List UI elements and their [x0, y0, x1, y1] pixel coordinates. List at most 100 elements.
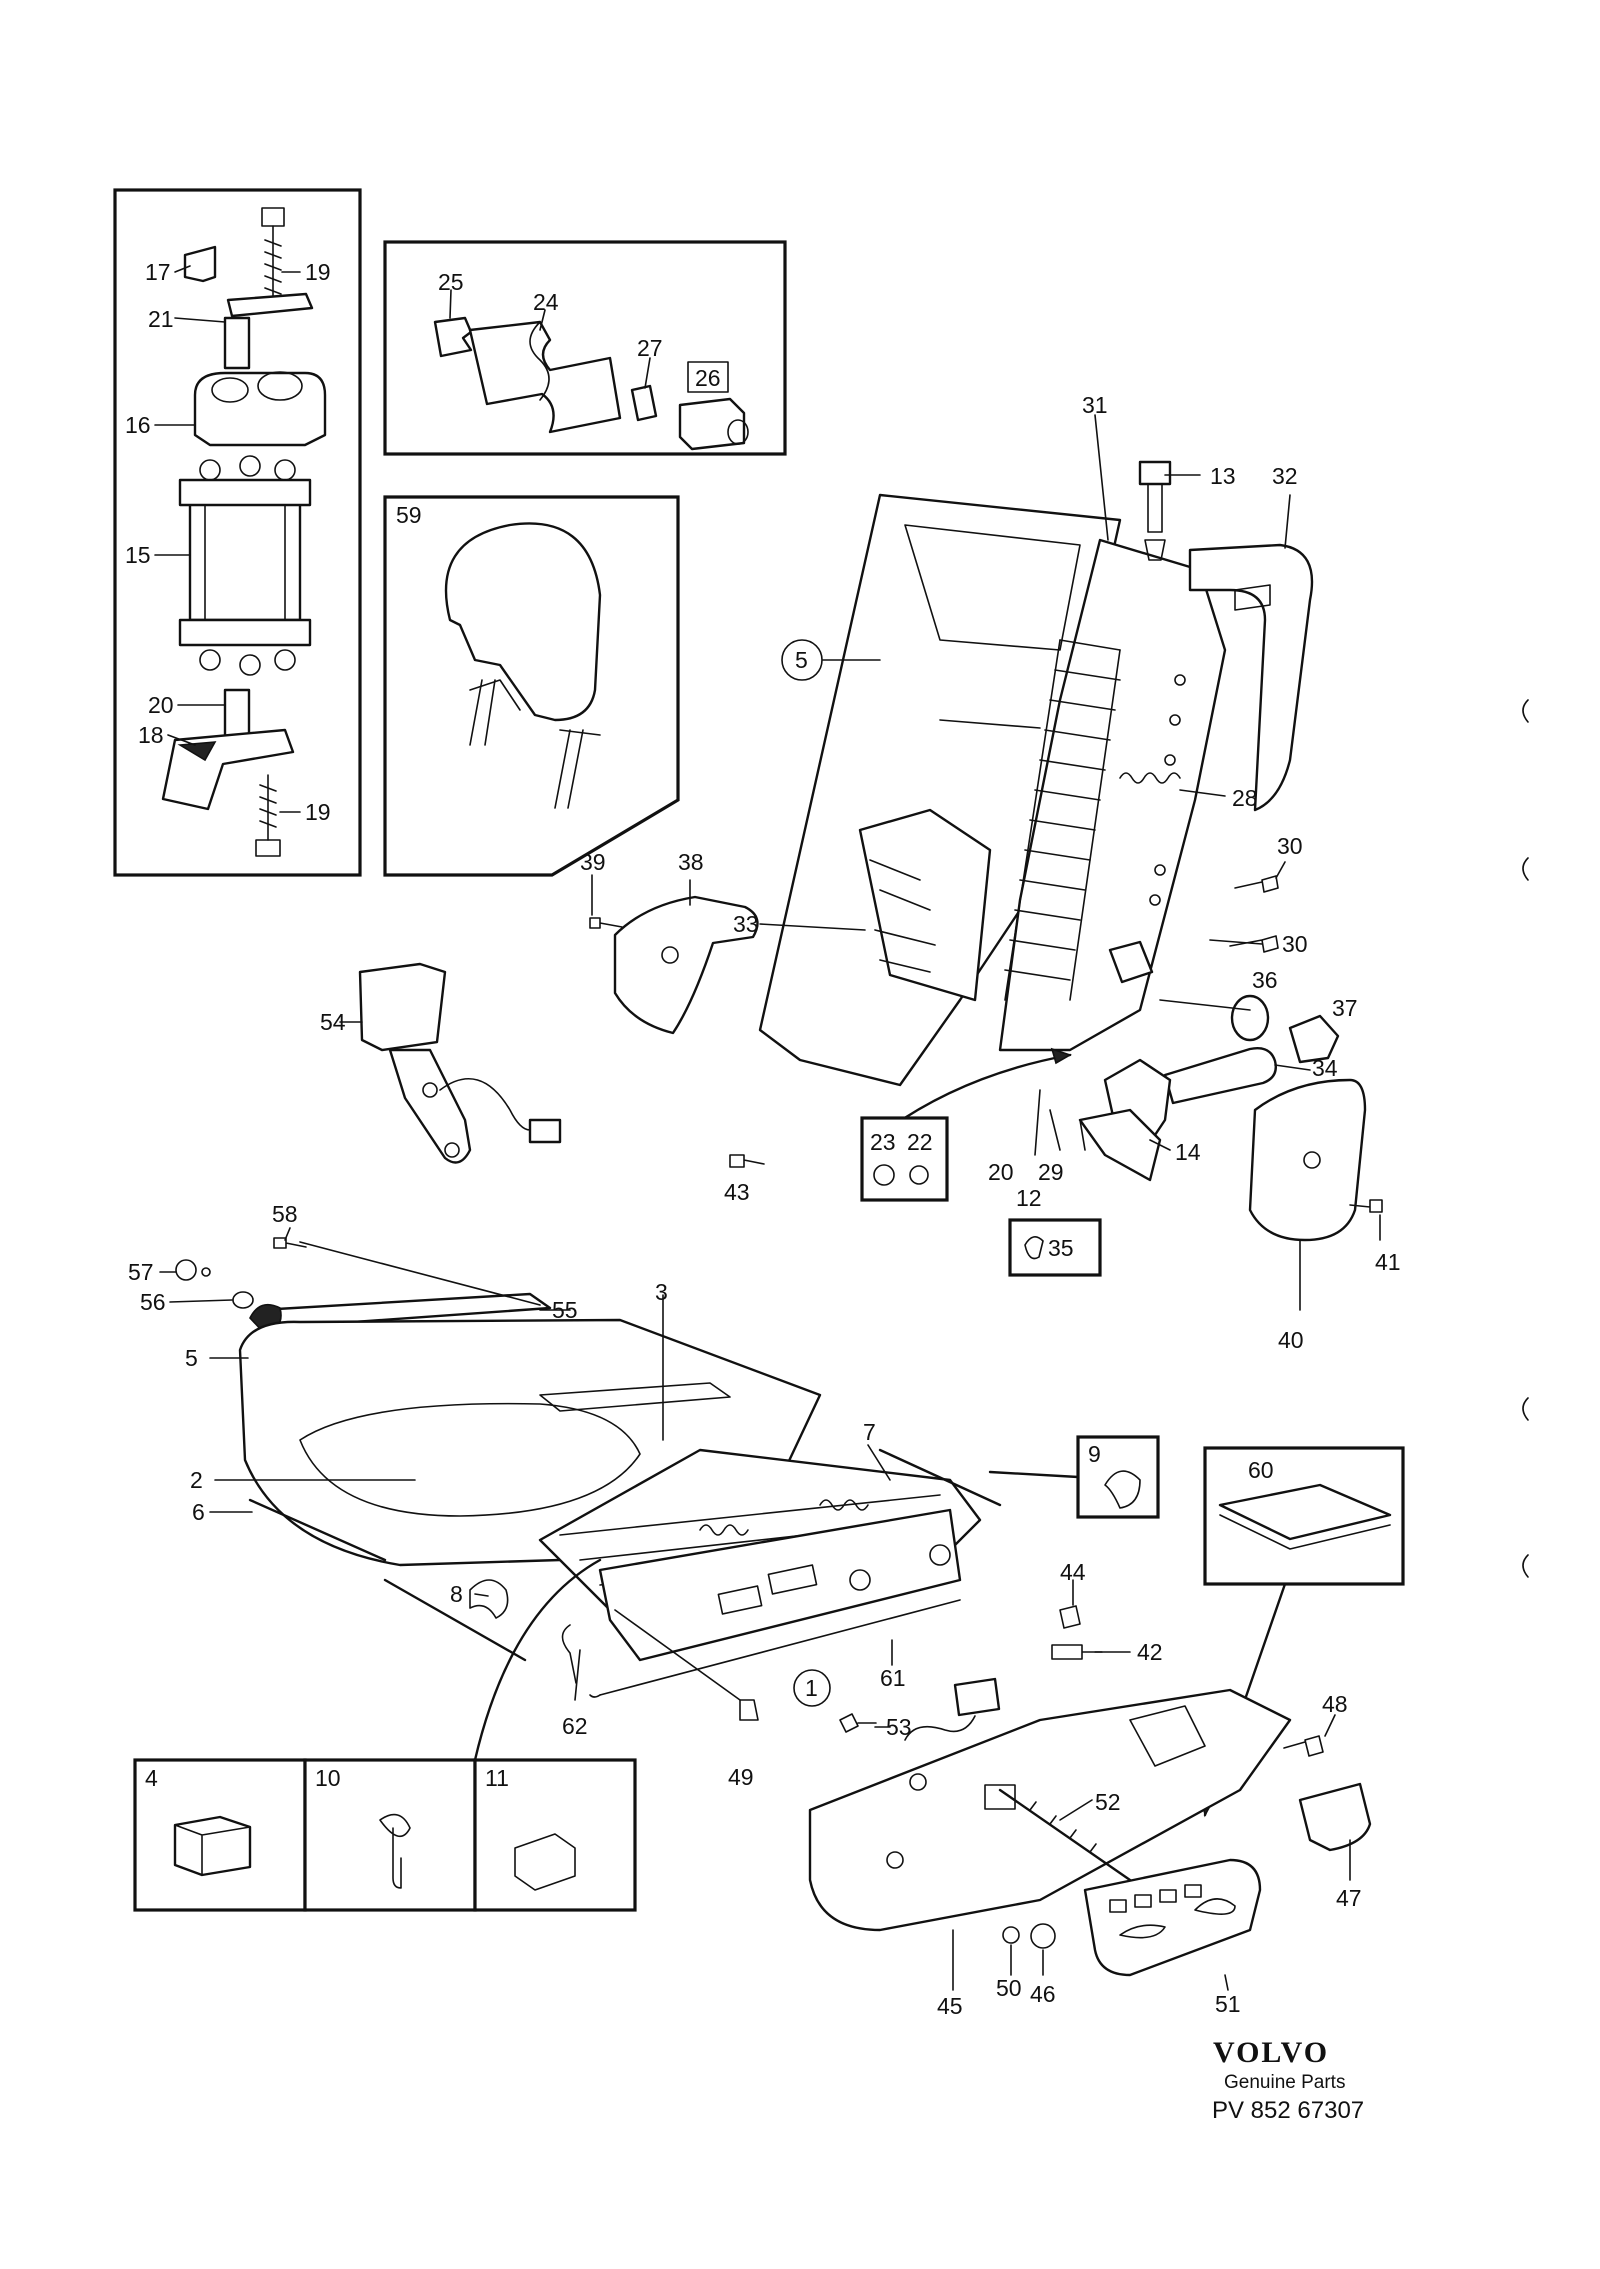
knob-13 — [1138, 460, 1172, 486]
callout-28: 28 — [1232, 785, 1258, 811]
rear-panel-32 — [1188, 543, 1314, 812]
side-cover-40 — [1248, 1078, 1367, 1242]
callout-29: 29 — [1038, 1159, 1064, 1185]
clip-8 — [469, 1579, 509, 1619]
connector-wire — [953, 1677, 1001, 1717]
buckle-bracket — [388, 1048, 472, 1164]
callout-12: 12 — [1016, 1185, 1042, 1211]
callout-41: 41 — [1375, 1249, 1401, 1275]
trim-cover-38 — [613, 895, 759, 1035]
callout-60: 60 — [1248, 1457, 1274, 1483]
cap-46 — [1030, 1923, 1056, 1949]
callout-6: 6 — [192, 1499, 205, 1525]
connector-25 — [433, 316, 473, 358]
callout-58: 58 — [272, 1201, 298, 1227]
callout-26: 26 — [695, 365, 721, 391]
callout-30-upper: 30 — [1277, 833, 1303, 859]
margin-mark — [1522, 857, 1529, 881]
lever-34 — [1163, 1047, 1277, 1105]
switch-panel-51 — [1083, 1858, 1262, 1977]
callout-39: 39 — [580, 849, 606, 875]
margin-mark — [1522, 699, 1529, 723]
callout-1: 1 — [805, 1675, 818, 1701]
callout-44: 44 — [1060, 1559, 1086, 1585]
motor-inset: 17 19 21 16 15 20 18 19 — [113, 188, 362, 877]
callout-23: 23 — [870, 1129, 896, 1155]
relay-4 — [173, 1815, 252, 1877]
switch-26 — [678, 397, 746, 451]
callout-15: 15 — [125, 542, 151, 568]
callout-50: 50 — [996, 1975, 1022, 2001]
callout-57: 57 — [128, 1259, 154, 1285]
callout-14: 14 — [1175, 1139, 1201, 1165]
small-parts-box: 4 10 11 — [133, 1558, 637, 1912]
margin-mark — [1522, 1397, 1529, 1421]
callout-20-inset: 20 — [148, 692, 174, 718]
box-26 — [687, 361, 729, 393]
callout-55: 55 — [552, 1297, 578, 1323]
harness-inset: 25 24 27 26 — [383, 240, 787, 456]
brand-logo: VOLVO — [1213, 2036, 1329, 2069]
callout-32: 32 — [1272, 463, 1298, 489]
shaft-21 — [223, 316, 251, 370]
callout-62: 62 — [562, 1713, 588, 1739]
callout-42: 42 — [1137, 1639, 1163, 1665]
callout-19-top: 19 — [305, 259, 331, 285]
callout-54: 54 — [320, 1009, 346, 1035]
brand-subtitle: Genuine Parts — [1224, 2072, 1345, 2093]
callout-5-seat: 5 — [185, 1345, 198, 1371]
callout-59: 59 — [396, 502, 422, 528]
callout-17: 17 — [145, 259, 171, 285]
backrest-frame-31 — [998, 538, 1227, 1052]
callout-1-circle — [793, 1669, 831, 1707]
shaft-20 — [223, 688, 251, 740]
callout-25: 25 — [438, 269, 464, 295]
headrest-59 — [444, 522, 602, 722]
harness-24 — [468, 320, 622, 434]
side-trim-assembly: 48 52 47 51 46 50 45 — [808, 1677, 1372, 2019]
callout-24: 24 — [533, 289, 559, 315]
callout-49: 49 — [728, 1764, 754, 1790]
callout-43: 43 — [724, 1179, 750, 1205]
connector-27 — [630, 384, 658, 422]
backrest-assembly: 13 31 32 5 28 30 30 33 36 37 34 14 29 20… — [369, 392, 1401, 1353]
callout-19-bottom: 19 — [305, 799, 331, 825]
clip-11 — [514, 1833, 576, 1891]
headrest-inset: 59 — [383, 495, 680, 877]
callout-9: 9 — [1088, 1441, 1101, 1467]
bracket-17 — [183, 245, 217, 283]
motor-15 — [188, 488, 302, 622]
cap-47 — [1298, 1782, 1372, 1852]
callout-31: 31 — [1082, 392, 1108, 418]
callout-34: 34 — [1312, 1055, 1338, 1081]
side-trim-45 — [808, 1688, 1292, 1932]
callout-3: 3 — [655, 1279, 668, 1305]
callout-4: 4 — [145, 1765, 158, 1791]
callout-52: 52 — [1095, 1789, 1121, 1815]
nut-clip-box — [860, 1116, 949, 1202]
callout-5-backrest: 5 — [795, 647, 808, 673]
callout-13: 13 — [1210, 463, 1236, 489]
callout-46: 46 — [1030, 1981, 1056, 2007]
buckle-body — [358, 962, 447, 1052]
callout-18: 18 — [138, 722, 164, 748]
callout-48: 48 — [1322, 1691, 1348, 1717]
callout-21: 21 — [148, 306, 174, 332]
side-rail — [598, 1508, 962, 1662]
callout-2: 2 — [190, 1467, 203, 1493]
belt-buckle-54: 54 — [320, 962, 562, 1164]
callout-20-main: 20 — [988, 1159, 1014, 1185]
callout-35: 35 — [1048, 1235, 1074, 1261]
clamp-10 — [379, 1813, 411, 1889]
callout-40: 40 — [1278, 1327, 1304, 1353]
washer-36 — [1230, 994, 1270, 1042]
knob-37 — [1288, 1014, 1340, 1064]
cushion-pad-2 — [299, 1402, 641, 1517]
callout-61: 61 — [880, 1665, 906, 1691]
callout-27: 27 — [637, 335, 663, 361]
callout-8: 8 — [450, 1581, 463, 1607]
margin-mark — [1522, 1554, 1529, 1578]
seat-cushion-assembly: 57 56 5 58 55 3 7 2 6 8 1 61 62 44 42 49… — [128, 1201, 1405, 1818]
callout-45: 45 — [937, 1993, 963, 2019]
